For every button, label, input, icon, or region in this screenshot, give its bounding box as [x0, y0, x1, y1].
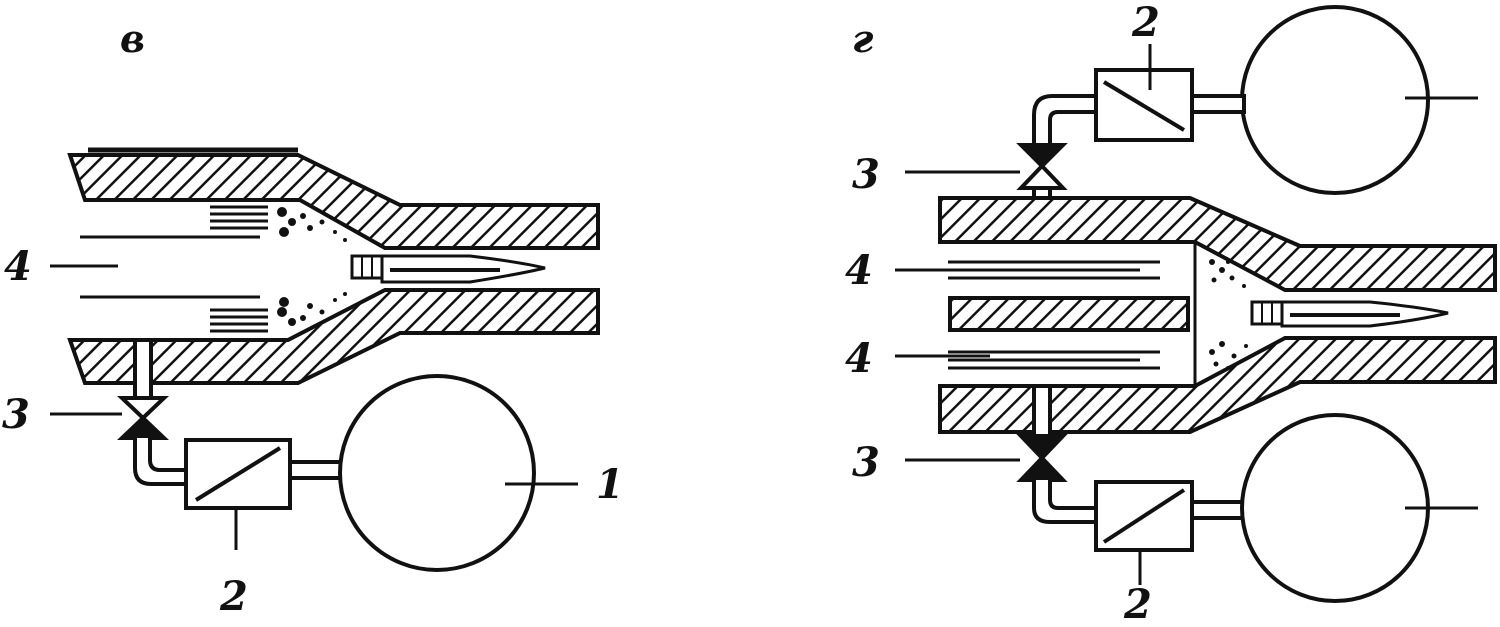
callout-flow-top: 4 — [845, 247, 873, 294]
regulator-bottom — [1094, 480, 1194, 552]
pipe-bottom-regulator-cylinder — [1190, 500, 1246, 520]
panel-g: г — [845, 0, 1497, 627]
callout-valve-top: 3 — [852, 151, 880, 198]
spray-particles-g — [1209, 259, 1248, 370]
pipe-bottom-valve-regulator — [1032, 480, 1098, 524]
valve — [117, 396, 169, 440]
nozzle-upper-wall-g — [938, 196, 1497, 292]
callout-valve-bottom: 3 — [852, 439, 880, 486]
callout-gas-source: 1 — [596, 461, 624, 508]
pipe-top-valve-regulator — [1032, 94, 1098, 145]
gas-cylinder-top — [1240, 5, 1430, 195]
gas-cylinder-bottom — [1240, 413, 1430, 603]
panel-v: в — [2, 16, 624, 620]
pipe-top-regulator-cylinder — [1190, 94, 1246, 114]
nozzle-lower-wall — [67, 288, 600, 385]
spray-particles — [277, 207, 347, 326]
regulator — [184, 438, 292, 510]
panel-g-label: г — [852, 16, 873, 61]
callout-flow: 4 — [4, 243, 32, 290]
gas-cylinder — [338, 374, 536, 572]
pipe-regulator-cylinder — [288, 460, 346, 480]
projectile — [350, 254, 546, 284]
flow-lines — [80, 205, 268, 333]
feed-pipe — [133, 338, 153, 400]
projectile-g — [1250, 300, 1449, 328]
callout-regulator: 2 — [219, 573, 248, 620]
regulator-top — [1094, 68, 1194, 142]
callout-valve: 3 — [2, 391, 30, 438]
valve-top — [1016, 143, 1068, 190]
callout-regulator-top: 2 — [1131, 0, 1160, 46]
callout-flow-bottom: 4 — [845, 335, 873, 382]
nozzle-upper-wall — [67, 153, 600, 250]
feed-pipe-bottom — [1032, 384, 1052, 438]
nozzle-middle-wall — [948, 296, 1190, 332]
valve-bottom — [1016, 434, 1068, 482]
panel-v-label: в — [120, 16, 145, 61]
callout-regulator-bottom: 2 — [1123, 581, 1152, 627]
pipe-valve-regulator — [133, 438, 190, 486]
nozzle-lower-wall-g — [938, 336, 1497, 434]
